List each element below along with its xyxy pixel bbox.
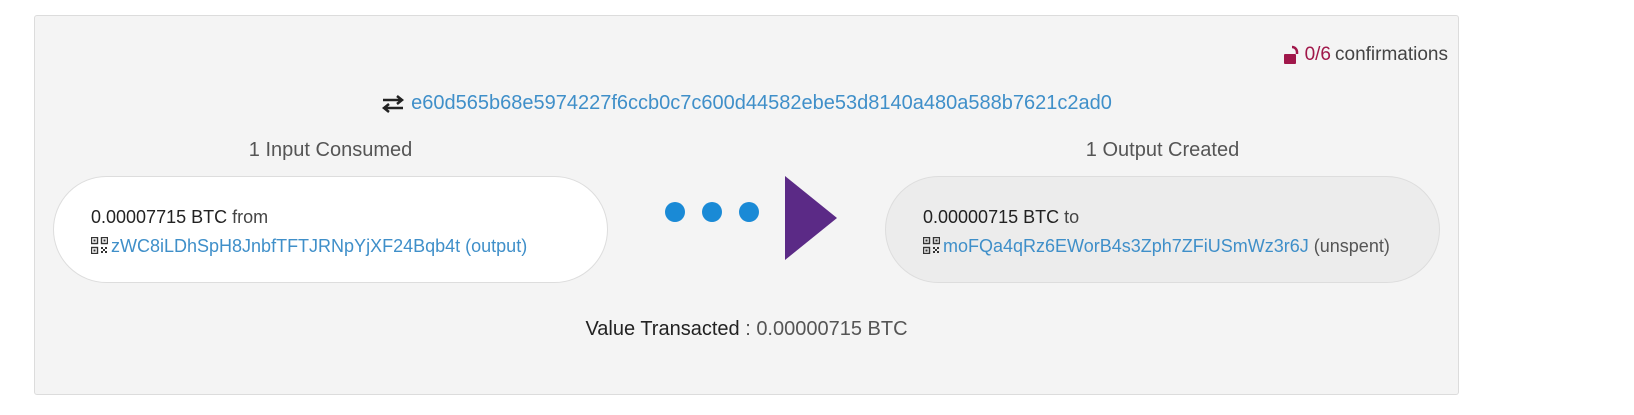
value-transacted: Value Transacted : 0.00000715 BTC [35, 318, 1458, 341]
confirmations-count: 0/6 [1304, 44, 1331, 65]
txid-row: e60d565b68e5974227f6ccb0c7c600d44582ebe5… [35, 92, 1458, 115]
swap-arrows-icon [382, 94, 405, 113]
input-amount-line: 0.00007715 BTC from [91, 203, 607, 232]
output-address-link[interactable]: moFQa4qRz6EWorB4s3Zph7ZFiUSmWz3r6J [943, 236, 1309, 256]
output-amount: 0.00000715 BTC [923, 207, 1060, 227]
value-amount: 0.00000715 BTC [756, 318, 908, 340]
confirmations-label: confirmations [1335, 44, 1448, 65]
input-conjunction: from [232, 207, 269, 227]
flow-dot [665, 202, 685, 222]
qr-code-icon[interactable] [923, 237, 940, 254]
outputs-title: 1 Output Created [1085, 139, 1240, 161]
input-pill: 0.00007715 BTC from zWC8iLDhSpH8JnbfTFTJ… [53, 176, 608, 283]
flow-dot [702, 202, 722, 222]
output-pill: 0.00000715 BTC to moFQa4qRz6EWorB4s3Zph7… [885, 176, 1440, 283]
output-status: (unspent) [1313, 236, 1390, 256]
input-address-line: zWC8iLDhSpH8JnbfTFTJRNpYjXF24Bqb4t (outp… [91, 232, 607, 261]
input-amount: 0.00007715 BTC [91, 207, 228, 227]
output-conjunction: to [1064, 207, 1080, 227]
qr-code-icon[interactable] [91, 237, 108, 254]
txid-link[interactable]: e60d565b68e5974227f6ccb0c7c600d44582ebe5… [411, 92, 1112, 114]
value-separator: : [745, 318, 751, 340]
value-label: Value Transacted [585, 318, 740, 340]
confirmations-status: 0/6 confirmations [1283, 44, 1448, 66]
play-arrow-icon [785, 176, 837, 260]
input-address-link[interactable]: zWC8iLDhSpH8JnbfTFTJRNpYjXF24Bqb4t [111, 236, 461, 256]
output-amount-line: 0.00000715 BTC to [923, 203, 1439, 232]
transaction-panel: 0/6 confirmations e60d565b68e5974227f6cc… [34, 15, 1459, 395]
input-output-link[interactable]: (output) [465, 236, 528, 256]
unlock-icon [1283, 45, 1298, 64]
flow-dot [739, 202, 759, 222]
flow-dots [665, 202, 759, 222]
inputs-title: 1 Input Consumed [248, 139, 413, 161]
output-address-line: moFQa4qRz6EWorB4s3Zph7ZFiUSmWz3r6J (unsp… [923, 232, 1439, 261]
